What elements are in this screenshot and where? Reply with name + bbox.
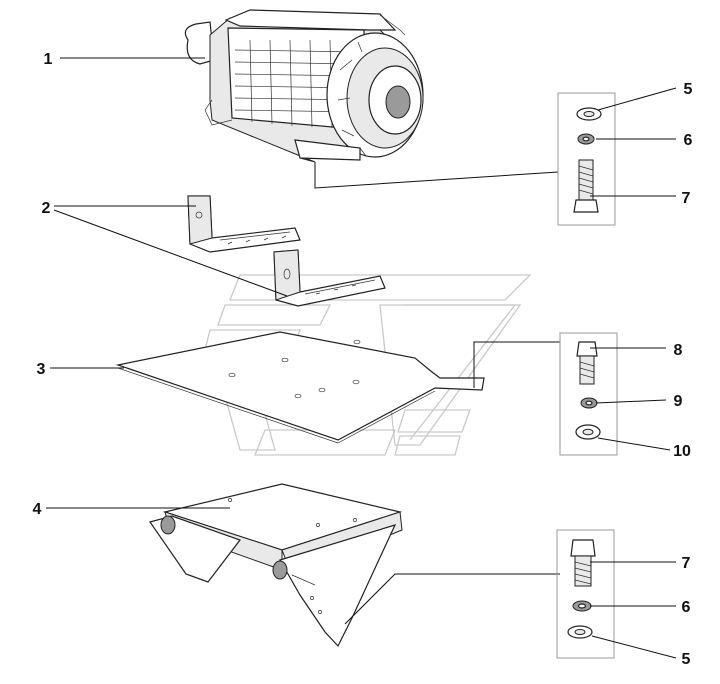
callout-3: 3 [37,361,46,378]
callout-6-bottom: 6 [682,599,691,616]
leader-lines [46,57,677,659]
stand-connection-line [344,573,560,625]
base-stand-part [149,483,403,648]
fastener-group-middle [559,332,618,456]
callout-7-bottom: 7 [682,555,691,572]
plate-connection-line [473,341,560,388]
callout-5-bottom: 5 [682,651,691,668]
bracket-part [187,195,386,307]
callout-4: 4 [33,501,42,518]
callout-8: 8 [674,342,683,359]
callout-7-top: 7 [682,190,691,207]
fastener-group-top [557,92,616,226]
callout-9: 9 [674,393,683,410]
callout-6-top: 6 [684,132,693,149]
callout-5-top: 5 [684,81,693,98]
winch-part [184,9,424,163]
callout-10: 10 [673,443,691,460]
winch-connection-line [314,162,559,189]
callout-2: 2 [42,200,51,217]
mounting-plate-part [115,331,485,444]
fastener-group-bottom [556,529,615,659]
callout-1: 1 [44,51,53,68]
